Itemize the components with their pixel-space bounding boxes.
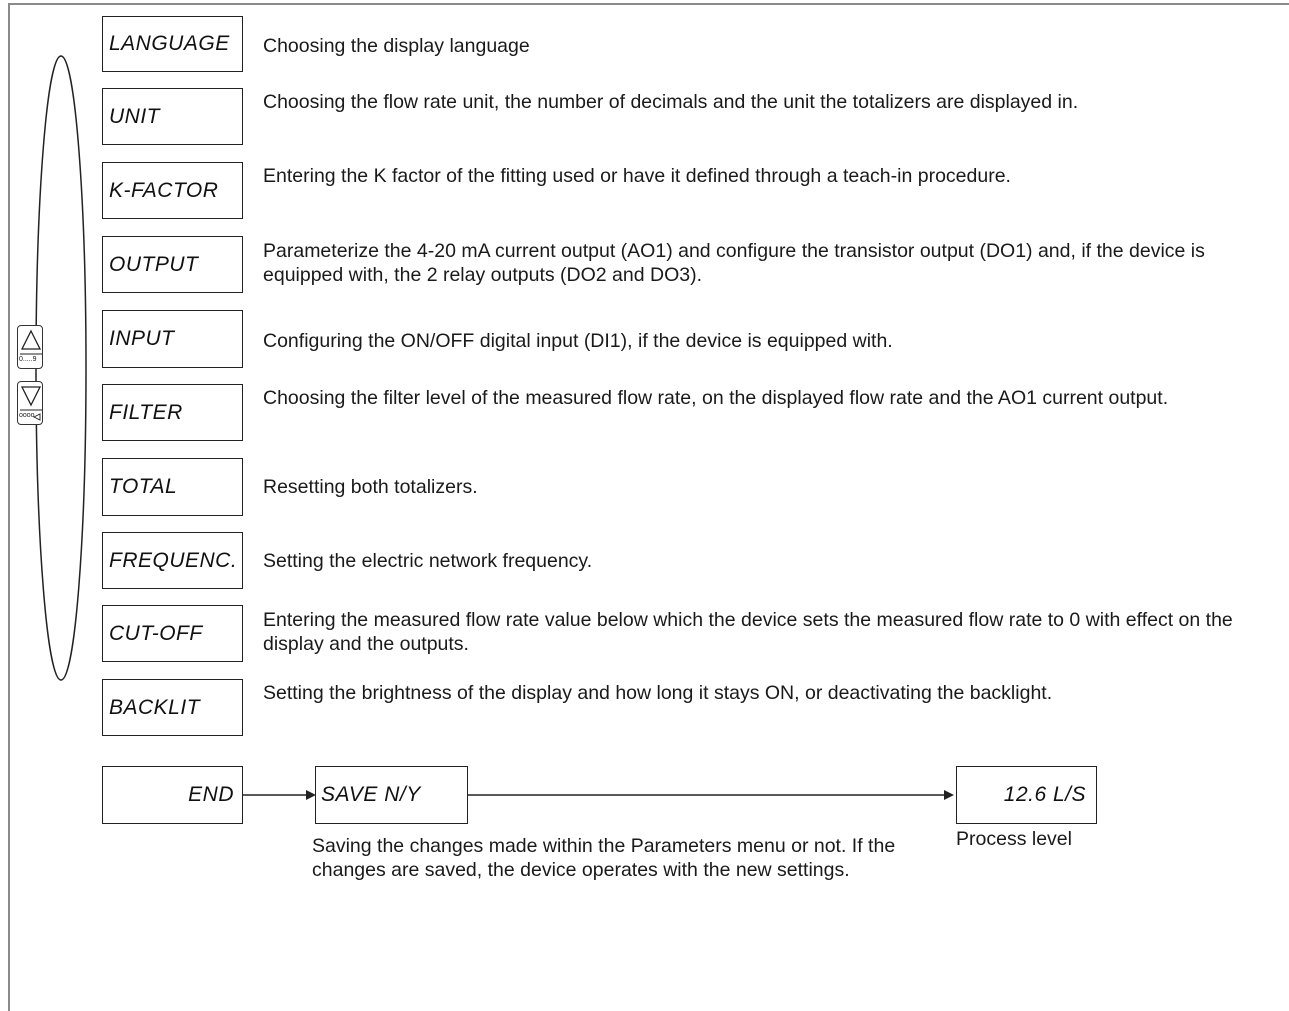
menu-box-unit: UNIT [102, 88, 243, 145]
menu-code: TOTAL [109, 475, 178, 498]
up-arrow-icon [20, 329, 42, 355]
menu-code: FILTER [109, 400, 183, 424]
down-key[interactable]: oooo [17, 381, 43, 425]
menu-desc-cut-off: Entering the measured flow rate value be… [263, 609, 1233, 655]
process-code: 12.6 L/S [1003, 783, 1086, 806]
menu-box-output: OUTPUT [102, 236, 243, 293]
menu-box-input: INPUT [102, 310, 243, 368]
save-box: SAVE N/Y [315, 766, 468, 824]
menu-code: K-FACTOR [109, 178, 219, 202]
menu-code: INPUT [109, 327, 175, 350]
menu-code: LANGUAGE [109, 32, 230, 55]
down-arrow-icon [20, 386, 42, 421]
down-key-label: oooo [19, 412, 35, 419]
process-caption: Process level [956, 828, 1072, 850]
up-key[interactable]: 0.....9 [17, 325, 43, 369]
save-caption: Saving the changes made within the Param… [312, 835, 896, 881]
menu-box-k-factor: K-FACTOR [102, 162, 243, 219]
menu-desc-k-factor: Entering the K factor of the fitting use… [263, 165, 1011, 187]
menu-box-backlit: BACKLIT [102, 679, 243, 736]
menu-desc-output: Parameterize the 4-20 mA current output … [263, 240, 1205, 286]
menu-box-filter: FILTER [102, 384, 243, 441]
menu-box-total: TOTAL [102, 458, 243, 516]
save-code: SAVE N/Y [321, 783, 421, 806]
end-box: END [102, 766, 243, 824]
menu-desc-backlit: Setting the brightness of the display an… [263, 682, 1053, 704]
menu-code: CUT-OFF [109, 621, 203, 645]
menu-desc-language: Choosing the display language [263, 35, 530, 57]
frame-left-border [8, 3, 10, 1011]
menu-box-frequenc: FREQUENC. [102, 532, 243, 589]
process-box: 12.6 L/S [956, 766, 1097, 824]
menu-desc-frequenc: Setting the electric network frequency. [263, 550, 593, 572]
end-code: END [188, 783, 234, 806]
menu-desc-filter: Choosing the filter level of the measure… [263, 387, 1169, 409]
frame-top-border [8, 3, 1289, 5]
left-arrow-icon [32, 413, 41, 421]
menu-code: UNIT [109, 104, 160, 128]
up-key-label: 0.....9 [19, 356, 37, 363]
menu-desc-unit: Choosing the flow rate unit, the number … [263, 91, 1079, 113]
menu-box-language: LANGUAGE [102, 16, 243, 72]
menu-code: FREQUENC. [109, 548, 238, 572]
menu-desc-total: Resetting both totalizers. [263, 476, 478, 498]
menu-code: BACKLIT [109, 695, 201, 719]
menu-code: OUTPUT [109, 252, 199, 276]
menu-box-cut-off: CUT-OFF [102, 605, 243, 662]
menu-desc-input: Configuring the ON/OFF digital input (DI… [263, 330, 893, 352]
